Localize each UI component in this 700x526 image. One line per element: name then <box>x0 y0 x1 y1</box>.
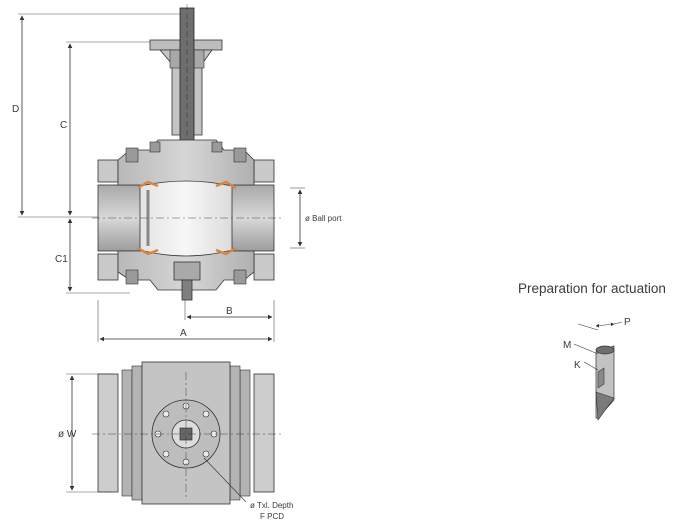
label-a: A <box>180 328 187 339</box>
stem-top-face <box>595 345 615 355</box>
flange-right-bottom <box>253 253 275 281</box>
plan-flange-right <box>253 373 275 493</box>
extension-lines <box>18 13 305 342</box>
label-txl-depth: ø Txl. Depth <box>250 501 293 510</box>
plan-flange-left <box>97 373 119 493</box>
flange-left-bottom <box>97 253 119 281</box>
actuation-detail: Preparation for actuation P M K <box>518 281 666 421</box>
front-section-view: D C C1 B A ø Ball port <box>12 4 342 342</box>
actuation-dimensions <box>573 321 623 371</box>
key-slot <box>597 367 605 389</box>
label-w: ø W <box>58 429 77 440</box>
seats <box>137 180 237 256</box>
label-k: K <box>574 360 581 371</box>
top-plan-view: ø W ø Txl. <box>58 361 293 521</box>
ball <box>139 180 233 257</box>
label-b: B <box>226 306 233 317</box>
label-f-pcd: F PCD <box>260 512 284 521</box>
leader-txl <box>203 457 247 503</box>
trunnion <box>173 261 201 281</box>
flange-right-top <box>253 159 275 183</box>
label-ball-port: ø Ball port <box>305 214 342 223</box>
label-m: M <box>563 340 571 351</box>
actuation-heading: Preparation for actuation <box>518 281 666 296</box>
trunnion-plug <box>181 279 193 301</box>
dimension-lines <box>19 15 303 342</box>
body-bolts <box>125 141 247 285</box>
label-d: D <box>12 104 19 115</box>
body-upper <box>117 139 255 186</box>
label-c1: C1 <box>55 254 68 265</box>
label-c: C <box>60 120 67 131</box>
stem-shank <box>595 391 615 421</box>
flange-left-top <box>97 159 119 183</box>
label-p: P <box>624 317 631 328</box>
